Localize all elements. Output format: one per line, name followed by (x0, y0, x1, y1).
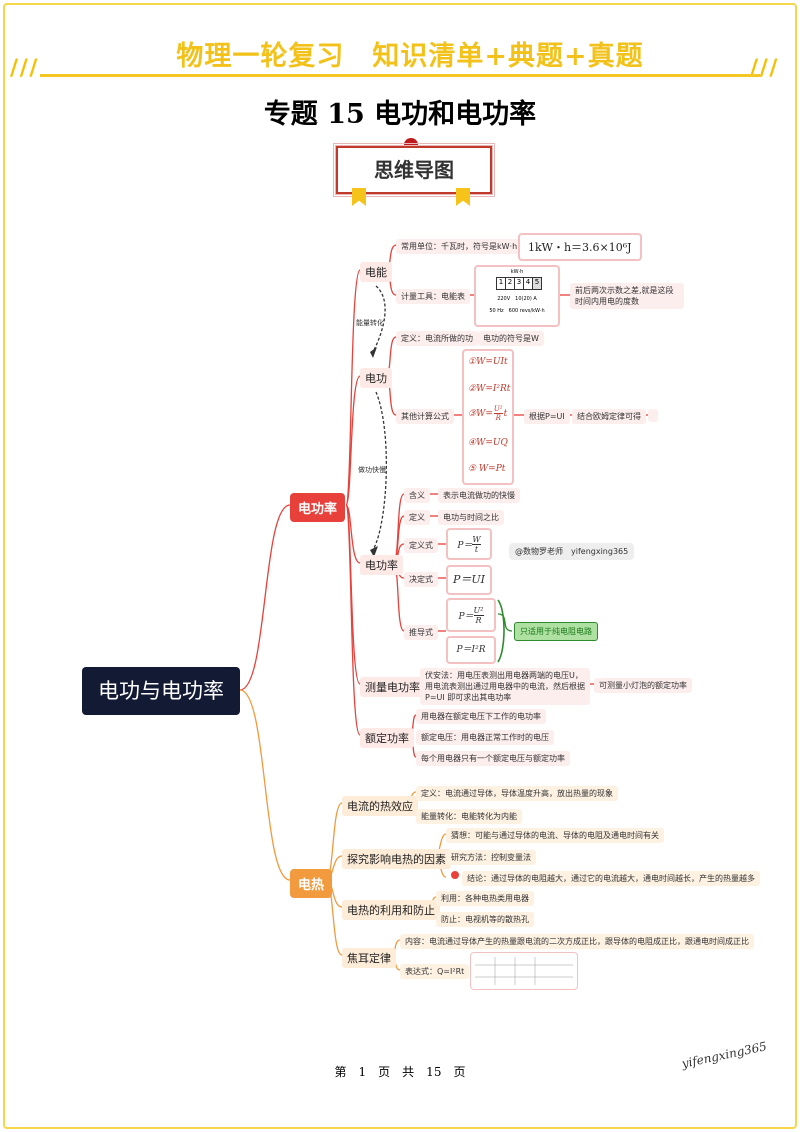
meter-digit: 1 (497, 278, 506, 289)
formula-3-num: U² (493, 405, 503, 414)
meter-diagram: kW·h 1 2 3 4 5 220V 10(20) A 50 Hz 600 r… (474, 265, 560, 327)
leaf-derive-label: 推导式 (404, 625, 438, 640)
leaf-rated-1: 用电器在额定电压下工作的电功率 (416, 709, 546, 724)
node-dianneng: 电能 (360, 262, 392, 282)
transition-speed: 做功快慢 (358, 466, 386, 474)
leaf-dg-def: 定义：电流所做的功 (396, 331, 478, 346)
leaf-def-label: 定义 (404, 510, 430, 525)
node-heat: 电流的热效应 (342, 796, 418, 816)
leaf-heat-energy: 能量转化：电能转化为内能 (416, 809, 522, 824)
formula-box: ①W=UIt ②W=I²Rt ③W= U² R t ④W=UQ ⑤ W=Pt (462, 349, 514, 485)
defexpr-lhs: P＝ (457, 540, 473, 551)
leaf-explore-1: 猜想：可能与通过导体的电流、导体的电阻及通电时间有关 (446, 828, 664, 843)
meter-line1: 220V 10(20) A (497, 296, 537, 302)
derive-note: 只适用于纯电阻电路 (514, 622, 598, 641)
derive1-box: P＝ U² R (446, 598, 496, 632)
leaf-use-2: 防止：电视机等的散热孔 (436, 912, 534, 927)
meter-digit: 3 (515, 278, 524, 289)
page-title: 专题 15 电功和电功率 (263, 99, 537, 130)
derive1-den: R (475, 615, 482, 625)
formula-4: ④W=UQ (468, 438, 508, 448)
leaf-meter: 计量工具：电能表 (396, 289, 470, 304)
root-node: 电功与电功率 (82, 667, 240, 715)
leaf-meaning-label: 含义 (404, 488, 430, 503)
node-diangong: 电功 (360, 368, 392, 388)
derive1-num: U² (473, 605, 484, 616)
unit-value-box: 1kW・h＝3.6×10⁶J (518, 233, 642, 261)
ribbon-right-icon (456, 188, 470, 206)
formula-1: ①W=UIt (468, 357, 508, 367)
leaf-dg-symbol: 电功的符号是W (478, 331, 544, 346)
branch-dianre: 电热 (290, 869, 333, 898)
leaf-defexpr-label: 定义式 (404, 538, 438, 553)
formula-2: ②W=I²Rt (468, 384, 511, 394)
decide-box: P＝UI (446, 565, 492, 595)
formula-5: ⑤ W=Pt (468, 464, 506, 474)
leaf-rated-2: 额定电压：用电器正常工作时的电压 (416, 730, 554, 745)
defexpr-box: P＝ W t (446, 528, 492, 560)
defexpr-den: t (474, 544, 479, 554)
leaf-ohm: 结合欧姆定律可得 (572, 409, 646, 424)
leaf-empty (648, 409, 658, 422)
defexpr-fraction: W t (472, 534, 481, 554)
joule-table-thumbnail (470, 952, 578, 990)
mindmap-label: 思维导图 (333, 143, 495, 197)
formula-3-prefix: ③W= (468, 408, 493, 419)
derive2-box: P＝I²R (446, 636, 496, 664)
meter-digit: 5 (533, 278, 541, 289)
formula-3-fraction: U² R (493, 405, 503, 422)
leaf-joule-content: 内容：电流通过导体产生的热量跟电流的二次方成正比，跟导体的电阻成正比，跟通电时间… (400, 934, 754, 949)
branch-dgl: 电功率 (290, 493, 346, 522)
leaf-heat-def: 定义：电流通过导体，导体温度升高，放出热量的现象 (416, 786, 618, 801)
leaf-def: 电功与时间之比 (438, 510, 504, 525)
leaf-measure: 伏安法：用电压表测出用电器两端的电压U，用电流表测出通过用电器中的电流，然后根据… (420, 668, 590, 705)
leaf-meaning: 表示电流做功的快慢 (438, 488, 520, 503)
derive1-fraction: U² R (473, 605, 484, 625)
leaf-dg-formulas: 其他计算公式 (396, 409, 454, 424)
leaf-explore-2: 研究方法：控制变量法 (446, 850, 536, 865)
leaf-rated-3: 每个用电器只有一个额定电压与额定功率 (416, 751, 570, 766)
ribbon-left-icon (352, 188, 366, 206)
formula-3: ③W= U² R t (468, 405, 507, 422)
meter-digit: 2 (506, 278, 515, 289)
watermark-tag: @数物罗老师 yifengxing365 (509, 543, 635, 560)
decor-stripes-left: / / / (10, 56, 37, 81)
meter-display: 1 2 3 4 5 (496, 277, 542, 290)
node-explore: 探究影响电热的因素 (342, 849, 451, 869)
node-measure: 测量电功率 (360, 677, 425, 697)
node-use: 电热的利用和防止 (342, 900, 440, 920)
leaf-meter-note: 前后两次示数之差,就是这段时间内用电的度数 (570, 283, 684, 309)
leaf-measure-note: 可测量小灯泡的额定功率 (594, 678, 692, 693)
joule-table-grid (475, 957, 573, 985)
leaf-decide-label: 决定式 (404, 572, 438, 587)
meter-unit: kW·h (510, 269, 524, 275)
node-rated: 额定功率 (360, 728, 414, 748)
node-joule: 焦耳定律 (342, 948, 396, 968)
leaf-joule-expr: 表达式：Q=I²Rt (400, 964, 470, 979)
meter-digit: 4 (524, 278, 533, 289)
conclusion-icon (451, 871, 459, 879)
formula-3-den: R (495, 414, 501, 422)
page-number: 第 1 页 共 15 页 (334, 1065, 466, 1079)
formula-3-suffix: t (503, 408, 508, 419)
leaf-basis: 根据P=UI (524, 409, 570, 424)
leaf-explore-3: 结论：通过导体的电阻越大，通过它的电流越大，通电时间越长，产生的热量越多 (462, 871, 760, 886)
header-line (40, 74, 760, 77)
meter-line2: 50 Hz 600 revs/kW·h (489, 308, 545, 314)
transition-energy: 能量转化 (356, 319, 384, 327)
page-frame (3, 3, 797, 1129)
header-banner: 物理一轮复习 知识清单+典题+真题 (176, 41, 644, 72)
leaf-use-1: 利用：各种电热类用电器 (436, 891, 534, 906)
node-dgl: 电功率 (360, 555, 403, 575)
derive1-lhs: P＝ (458, 611, 474, 622)
defexpr-num: W (472, 534, 481, 545)
leaf-unit: 常用单位：千瓦时，符号是kW·h (396, 239, 523, 254)
